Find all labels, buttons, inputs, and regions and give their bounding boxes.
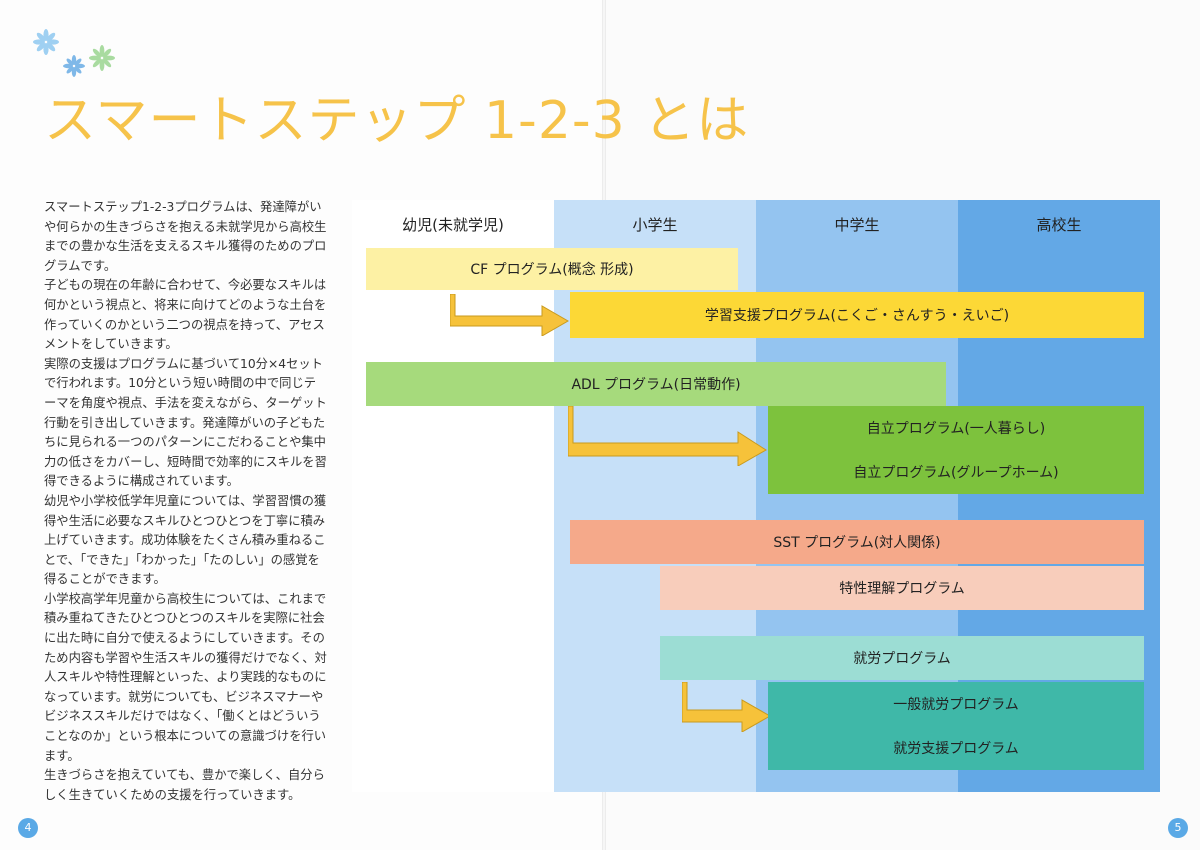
flower-icon [33, 29, 59, 55]
flower-decoration [33, 29, 115, 77]
paragraph: 実際の支援はプログラムに基づいて10分×4セットで行われます。10分という短い時… [44, 356, 327, 489]
page-title: スマートステップ 1-2-3 とは [44, 91, 750, 151]
page-number-left: 4 [18, 818, 38, 838]
page-number-right: 5 [1168, 818, 1188, 838]
sst-program-bar: SST プログラム(対人関係) [570, 520, 1144, 564]
adl-program-bar: ADL プログラム(日常動作) [366, 362, 946, 406]
paragraph: 幼児や小学校低学年児童については、学習習慣の獲得や生活に必要なスキルひとつひとつ… [44, 493, 327, 587]
column-label: 高校生 [1036, 216, 1082, 234]
flower-icon [63, 55, 85, 77]
study-support-program-bar: 学習支援プログラム(こくご・さんすう・えいご) [570, 292, 1144, 338]
paragraph: 小学校高学年児童から高校生については、これまで積み重ねてきたひとつひとつのスキル… [44, 591, 327, 763]
group-home-program-bar: 自立プログラム(グループホーム) [768, 450, 1144, 494]
column-label: 小学生 [632, 216, 678, 234]
cf-program-bar: CF プログラム(概念 形成) [366, 248, 738, 290]
intro-text: スマートステップ1-2-3プログラムは、発達障がいや何らかの生きづらさを抱える未… [44, 198, 328, 805]
general-employment-program-bar: 一般就労プログラム [768, 682, 1144, 726]
column-label: 幼児(未就学児) [402, 216, 504, 234]
arrow-icon [450, 294, 570, 336]
paragraph: スマートステップ1-2-3プログラムは、発達障がいや何らかの生きづらさを抱える未… [44, 200, 327, 273]
trait-understanding-program-bar: 特性理解プログラム [660, 566, 1144, 610]
paragraph: 子どもの現在の年齢に合わせて、今必要なスキルは何かという視点と、将来に向けてどの… [44, 278, 327, 352]
paragraph: 生きづらさを抱えていても、豊かで楽しく、自分らしく生きていくための支援を行ってい… [44, 768, 325, 802]
column-label: 中学生 [834, 216, 880, 234]
independence-program-bar: 自立プログラム(一人暮らし) [768, 406, 1144, 450]
arrow-icon [568, 406, 767, 466]
arrow-icon [682, 682, 772, 732]
employment-support-program-bar: 就労支援プログラム [768, 726, 1144, 770]
employment-program-bar: 就労プログラム [660, 636, 1144, 680]
program-chart: 幼児(未就学児) 小学生 中学生 高校生 CF プログラム(概念 形成) 学習支… [352, 200, 1160, 792]
flower-icon [89, 45, 115, 71]
